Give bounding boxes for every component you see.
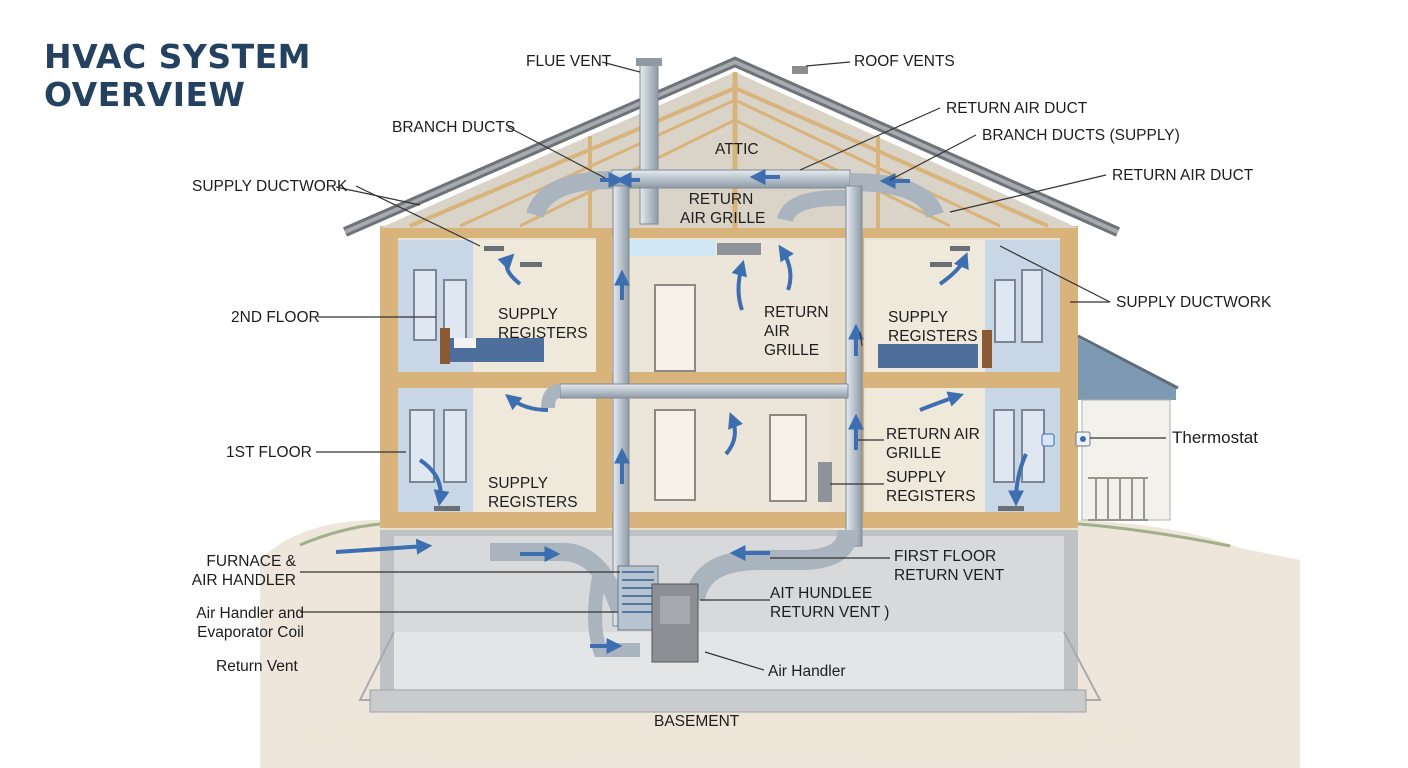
label-line: RETURN VENT ) <box>770 604 890 621</box>
label-line: Air Handler and <box>196 605 304 622</box>
label-supply-registers-2f-right: SUPPLY REGISTERS <box>888 308 978 346</box>
flue-pipe <box>636 58 662 225</box>
label-return-air-grille-attic: RETURN AIR GRILLE <box>680 190 766 228</box>
label-line: FURNACE & <box>206 553 296 570</box>
label-return-air-grille-2f: RETURN AIR GRILLE <box>764 303 829 360</box>
porch <box>1077 334 1179 521</box>
label-line: RETURN VENT <box>894 567 1005 584</box>
label-supply-registers-1f-left: SUPPLY REGISTERS <box>488 474 578 512</box>
label-line: SUPPLY <box>488 475 549 492</box>
label-furnace-air-handler: FURNACE & AIR HANDLER <box>170 552 296 590</box>
label-return-vent: Return Vent <box>216 658 298 675</box>
label-supply-ductwork-left: SUPPLY DUCTWORK <box>192 178 348 195</box>
label-line: Evaporator Coil <box>197 624 304 641</box>
label-line: RETURN <box>688 191 754 208</box>
label-flue-vent: FLUE VENT <box>526 53 612 70</box>
leader-lines <box>300 61 1166 671</box>
label-air-handler: Air Handler <box>768 663 846 680</box>
label-return-air-duct-top: RETURN AIR DUCT <box>946 100 1088 117</box>
diagram-title: HVAC SYSTEM OVERVIEW <box>44 38 311 114</box>
label-air-handler-evaporator-coil: Air Handler and Evaporator Coil <box>170 604 304 642</box>
label-first-floor-return-vent: FIRST FLOOR RETURN VENT <box>894 547 1004 585</box>
label-basement: BASEMENT <box>654 713 740 730</box>
label-branch-ducts: BRANCH DUCTS <box>392 119 516 136</box>
label-line: AIR GRILLE <box>680 210 766 227</box>
label-return-air-grille-1f: RETURN AIR GRILLE <box>886 425 980 463</box>
label-line: GRILLE <box>886 445 942 462</box>
label-line: AIR HANDLER <box>191 572 296 589</box>
label-line: RETURN AIR <box>886 426 980 443</box>
label-supply-ductwork-right: SUPPLY DUCTWORK <box>1116 294 1272 311</box>
label-line: SUPPLY <box>886 469 947 486</box>
title-line-1: HVAC SYSTEM <box>44 37 311 76</box>
label-air-handlee-return-vent: AIT HUNDLEE RETURN VENT ) <box>770 584 889 622</box>
furnace-unit <box>617 565 699 663</box>
label-roof-vents: ROOF VENTS <box>854 53 955 70</box>
label-line: RETURN <box>764 304 829 321</box>
label-1st-floor: 1ST FLOOR <box>226 444 312 461</box>
label-line: SUPPLY <box>888 309 949 326</box>
label-line: AIT HUNDLEE <box>770 585 873 602</box>
label-thermostat: Thermostat <box>1172 428 1258 447</box>
label-line: REGISTERS <box>886 488 976 505</box>
label-return-air-duct-right: RETURN AIR DUCT <box>1112 167 1254 184</box>
thermostat-device <box>1041 431 1091 447</box>
label-line: REGISTERS <box>888 328 978 345</box>
label-line: AIR <box>764 323 790 340</box>
label-attic: ATTIC <box>715 141 759 158</box>
label-branch-ducts-supply: BRANCH DUCTS (SUPPLY) <box>982 127 1180 144</box>
label-line: SUPPLY <box>498 306 559 323</box>
label-line: GRILLE <box>764 342 820 359</box>
label-supply-registers-2f-left: SUPPLY REGISTERS <box>498 305 588 343</box>
airflow-arrows <box>335 169 1028 654</box>
label-line: FIRST FLOOR <box>894 548 997 565</box>
label-supply-registers-1f-right: SUPPLY REGISTERS <box>886 468 976 506</box>
label-2nd-floor: 2ND FLOOR <box>231 309 320 326</box>
label-line: REGISTERS <box>488 494 578 511</box>
label-line: REGISTERS <box>498 325 588 342</box>
title-line-2: OVERVIEW <box>44 75 246 114</box>
